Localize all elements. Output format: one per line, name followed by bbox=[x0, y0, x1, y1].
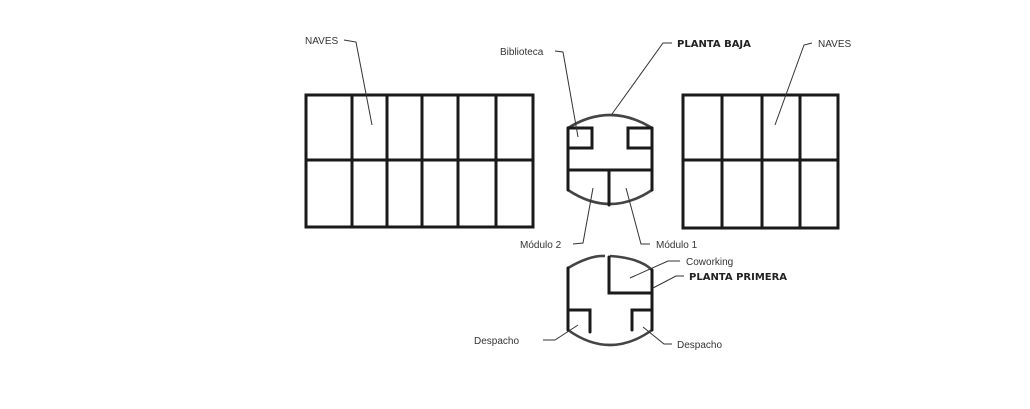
despacho-left-label: Despacho bbox=[474, 336, 519, 347]
modulo-2-label: Módulo 2 bbox=[520, 240, 562, 251]
leader-lines bbox=[343, 39, 813, 345]
biblioteca-label: Biblioteca bbox=[500, 47, 544, 58]
planta-baja-plan bbox=[566, 113, 654, 207]
naves-right-plan bbox=[681, 93, 840, 230]
coworking-label: Coworking bbox=[686, 257, 733, 268]
planta-primera-label: PLANTA PRIMERA bbox=[689, 272, 787, 283]
modulo-1-label: Módulo 1 bbox=[656, 240, 698, 251]
planta-baja-label: PLANTA BAJA bbox=[677, 39, 751, 50]
naves-right-label: NAVES bbox=[818, 39, 851, 50]
despacho-right-label: Despacho bbox=[677, 340, 722, 351]
naves-left-label: NAVES bbox=[305, 36, 338, 47]
naves-left-plan bbox=[304, 93, 535, 229]
planta-primera-plan bbox=[566, 254, 654, 347]
